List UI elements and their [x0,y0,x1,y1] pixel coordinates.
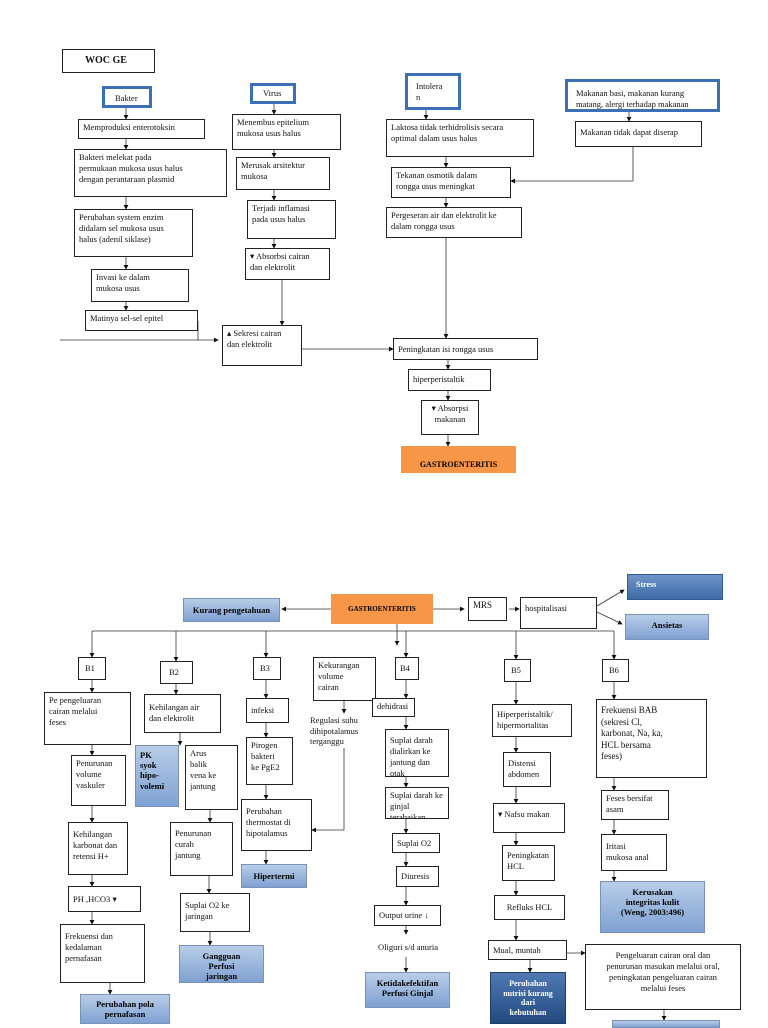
dx-hipertermi: Hipertermi [241,864,307,888]
b3-regulasi-suhu: Regulasi suhu dihipotalamus terganggu [310,715,359,747]
source-makanan: Makanan basi, makanan kurang matang, ale… [565,79,720,112]
virus-step-2: Merusak arsitektur mukosa [236,157,330,190]
gastro-bottom: GASTROENTERITIS [331,594,433,624]
source-virus: Virus [250,83,296,104]
b5-step-5: Refluks HCL [494,895,565,920]
gastro-top: GASTROENTERITIS [401,446,516,473]
b4-step-4-text: Suplai O2 [397,838,432,848]
b3-step-1: infeksi [246,698,289,723]
dx-perubahan-nutrisi: Perubahan nutrisi kurang dari kebutuhan [490,972,566,1024]
b6-step-1: Frekuensi BAB (sekresi Cl, karbonat, Na,… [596,699,707,778]
bakteri-step-2: Bakteri melekat pada permukaan mukosa us… [74,149,227,197]
dx-continuation [612,1020,720,1028]
b1-step-2: Penurunan volume vaskuler [71,755,126,806]
b5-step-6: Mual, muntah [488,940,567,960]
b3-step-2: Pirogen bakteri ke PgE2 [246,737,293,785]
b6-step-2: Feses bersifat asam [601,790,669,820]
dx-gangguan-perfusi: Gangguan Perfusi jaringan [179,945,264,983]
dx-stress: Stress [627,574,723,600]
b5-step-3-text: Nafsu makan [504,809,550,819]
hiperperistaltik-box: hiperperistaltik [408,369,491,391]
woc-title: WOC GE [62,49,155,73]
makanan-step-1: Makanan tidak dapat diserap [575,121,702,147]
bakteri-step-3: Perubahan system enzim didalam sel mukos… [74,209,193,257]
source-bakteri: Bakter [102,86,152,108]
b2-step-3: Penurunan curah jantung [170,822,233,876]
b4-step-2: Suplai darah dialirkan ke jantung dan ot… [385,729,449,777]
b1-step-3: Kehilangan karbonat dan retensi H+ [68,822,128,875]
b4-label: B4 [395,657,419,680]
b6-label: B6 [602,659,629,682]
b4-step-4: Suplai O2 ▾ [392,833,440,853]
virus-step-3: Terjadi inflamasi pada usus halus [247,200,336,239]
b4-step-5: Diuresis [396,866,439,887]
sekresi-box: ▴ Sekresi cairan dan elektrolit [222,325,302,366]
b5-step-3: ▾ Nafsu makan [493,803,565,833]
virus-step-1: Menembus epitelium mukosa usus halus [232,114,341,150]
source-intoleran: Intolera n [405,73,461,110]
dx-perubahan-pola-pernafasan: Perubahan pola pernafasan [80,994,170,1024]
b4-step-7: Oliguri s/d anuria [378,942,438,952]
b5-label: B5 [504,659,531,682]
b2-label: B2 [160,661,193,684]
virus-step-4-text: Absorbsi cairan dan elektrolit [250,251,310,272]
b1-step-5: Frekuensi dan kedalaman pernafasan [60,924,145,983]
b1-step-4-text: PH ,HCO3 [73,894,111,904]
bakteri-step-1: Memproduksi enterotoksin [78,119,205,139]
b6-pengeluaran-cairan: Pengeluaran cairan oral dan penurunan ma… [585,944,741,1010]
b1-step-1: Pe pengeluaran cairan melalui feses [44,692,131,745]
dx-kurang-pengetahuan: Kurang pengetahuan [183,598,280,622]
b4-step-6: Output urine ↓ [374,905,441,926]
b5-step-1: Hiperperistaltik/ hipermortalitas [492,704,572,737]
hospitalisasi-box: hospitalisasi [520,597,597,629]
intoleran-step-1: Laktosa tidak terhidrolisis secara optim… [386,119,534,157]
mrs-box: MRS [468,597,507,621]
b4-step-1: dehidrasi [372,698,415,717]
sekresi-text: Sekresi cairan dan elektrolit [227,328,282,349]
dx-ansietas: Ansietas [625,614,709,640]
b1-step-4: PH ,HCO3 ▾ [68,886,141,912]
b5-step-4: Peningkatan HCL [502,845,555,881]
b2-step-4: Suplai O2 ke jaringan [180,893,250,932]
b1-label: B1 [78,657,106,680]
b5-step-2: Distensi abdomen [503,752,551,787]
absorpsi-text: Absorpsi makanan [434,403,469,424]
bakteri-step-4: Invasi ke dalam mukosa usus [91,269,189,302]
b3-label: B3 [253,657,281,680]
dx-ketidakefektifan-perfusi-ginjal: Ketidakefektifan Perfusi Ginjal [365,972,450,1008]
b4-step-3: Suplai darah ke ginjal terabaikan [385,787,449,819]
dx-kerusakan-integritas-kulit: Kerusakan integritas kulit (Weng, 2003:4… [600,881,705,933]
bakteri-step-5: Matinya sel-sel epitel [85,310,198,331]
b2-step-2: Arus balik vena ke jantung [185,745,238,810]
intoleran-step-2: Tekanan osmotik dalam rongga usus mening… [391,167,511,198]
intoleran-step-3: Pergeseran air dan elektrolit ke dalam r… [386,207,522,238]
virus-step-4: ▾ Absorbsi cairan dan elektrolit [245,248,330,280]
b4-step-6-text: Output urine [379,910,423,920]
b3-kekurangan-volume: Kekurangan volume cairan [313,657,376,701]
b2-step-1: Kehilangan air dan elektrolit [144,694,221,733]
b6-step-3: Iritasi mukosa anal [601,834,667,871]
peningkatan-box: Peningkatan isi rongga usus [393,338,538,360]
pk-syok-hipovolemi: PK syok hipo- volemi [135,745,179,807]
b3-step-3: Perubahan thermostat di hipotalamus [241,799,312,851]
absorpsi-box: ▾ Absorpsi makanan [421,400,479,435]
